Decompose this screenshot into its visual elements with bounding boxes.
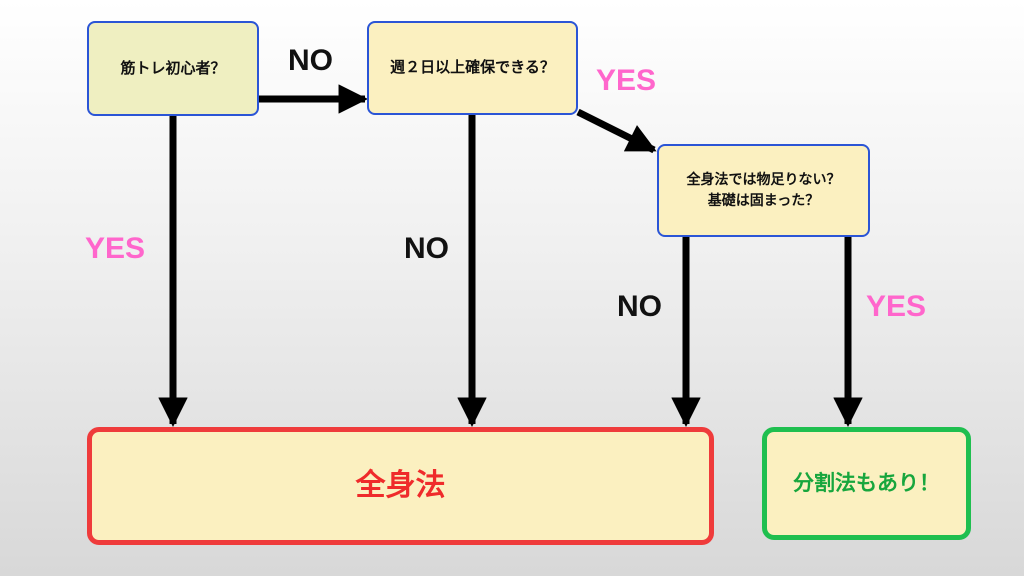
question-fullbody-line1: 全身法では物足りない？ <box>686 172 841 189</box>
result-split-text: 分割法もあり！ <box>793 471 940 496</box>
result-split: 分割法もあり！ <box>762 427 971 540</box>
question-beginner: 筋トレ初心者？ <box>87 21 259 116</box>
edge-label-yes-two-days: YES <box>596 64 657 97</box>
edge-label-yes-beginner: YES <box>85 232 146 265</box>
result-full-body: 全身法 <box>87 427 714 545</box>
edge-label-no-question: NO <box>617 290 662 323</box>
question-fullbody-enough: 全身法では物足りない？ 基礎は固まった？ <box>657 144 870 237</box>
edge-label-no-two-days: NO <box>404 232 449 265</box>
edge-label-no-beginner: NO <box>288 44 333 77</box>
question-two-days-text: 週２日以上確保できる？ <box>390 58 555 77</box>
arrow-two-days-to-question <box>576 108 657 154</box>
edge-label-yes-question: YES <box>866 290 927 323</box>
question-two-days: 週２日以上確保できる？ <box>367 21 578 115</box>
result-full-body-text: 全身法 <box>355 468 446 504</box>
question-fullbody-line2: 基礎は固まった？ <box>707 192 820 209</box>
question-beginner-text: 筋トレ初心者？ <box>120 58 226 77</box>
